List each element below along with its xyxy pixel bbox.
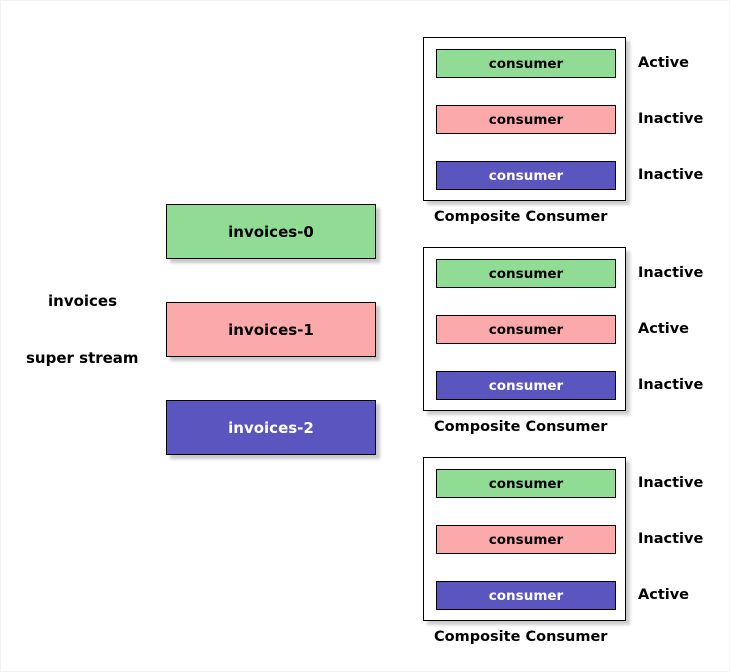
consumer-status-badge: Inactive — [638, 474, 704, 491]
composite-consumer-group-3: consumer consumer consumer — [423, 457, 626, 621]
consumer-box[interactable]: consumer — [436, 161, 616, 190]
composite-consumer-group-2: consumer consumer consumer — [423, 247, 626, 411]
consumer-box[interactable]: consumer — [436, 315, 616, 344]
partition-box-2[interactable]: invoices-2 — [166, 400, 376, 455]
consumer-label: consumer — [488, 475, 564, 492]
consumer-label: consumer — [488, 55, 564, 72]
partition-label: invoices-1 — [228, 320, 314, 339]
composite-consumer-caption: Composite Consumer — [434, 419, 608, 435]
composite-consumer-caption: Composite Consumer — [434, 209, 608, 225]
consumer-label: consumer — [488, 111, 564, 128]
partition-label: invoices-2 — [228, 418, 314, 437]
consumer-status-badge: Inactive — [638, 376, 704, 393]
consumer-label: consumer — [488, 377, 564, 394]
partition-label: invoices-0 — [228, 222, 314, 241]
consumer-status-badge: Inactive — [638, 264, 704, 281]
consumer-label: consumer — [488, 265, 564, 282]
consumer-status-badge: Inactive — [638, 110, 704, 127]
consumer-status-badge: Active — [638, 320, 690, 337]
consumer-box[interactable]: consumer — [436, 469, 616, 498]
composite-consumer-caption: Composite Consumer — [434, 629, 608, 645]
consumer-status-badge: Inactive — [638, 166, 704, 183]
consumer-label: consumer — [488, 587, 564, 604]
composite-consumer-group-1: consumer consumer consumer — [423, 37, 626, 201]
consumer-box[interactable]: consumer — [436, 105, 616, 134]
consumer-label: consumer — [488, 321, 564, 338]
consumer-label: consumer — [488, 531, 564, 548]
consumer-box[interactable]: consumer — [436, 525, 616, 554]
partition-box-1[interactable]: invoices-1 — [166, 302, 376, 357]
consumer-box[interactable]: consumer — [436, 371, 616, 400]
consumer-box[interactable]: consumer — [436, 49, 616, 78]
consumer-status-badge: Inactive — [638, 530, 704, 547]
consumer-box[interactable]: consumer — [436, 259, 616, 288]
consumer-box[interactable]: consumer — [436, 581, 616, 610]
consumer-status-badge: Active — [638, 586, 690, 603]
consumer-status-badge: Active — [638, 54, 690, 71]
partition-box-0[interactable]: invoices-0 — [166, 204, 376, 259]
consumer-label: consumer — [488, 167, 564, 184]
stream-kind-label: super stream — [26, 349, 139, 367]
stream-name-label: invoices — [48, 292, 118, 310]
